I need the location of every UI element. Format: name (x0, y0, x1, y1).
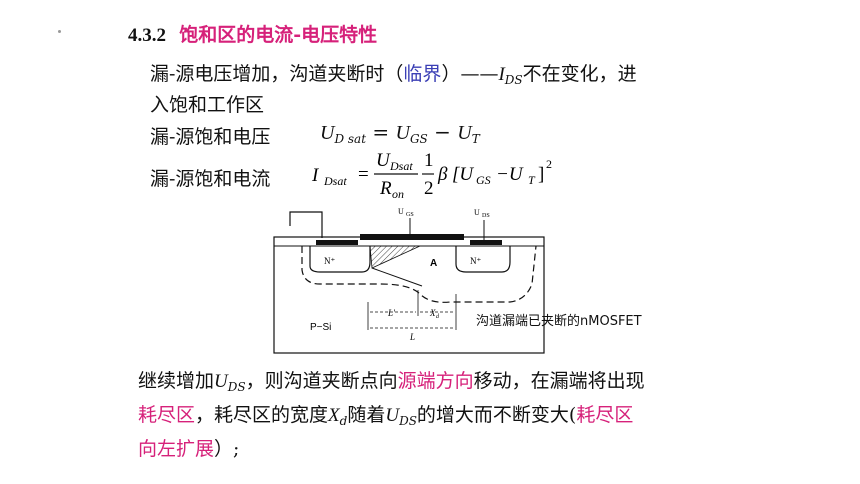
cur-lhs: I (311, 165, 320, 186)
channel-edge (371, 267, 423, 287)
section-heading: 4.3.2 饱和区的电流-电压特性 (128, 20, 377, 47)
formula-ut: U (457, 122, 472, 144)
conc-text-5: 随着 (347, 404, 386, 426)
intro-text-3: 不在变化，进 (522, 63, 637, 85)
sat-voltage-formula: UD sat = UGS − UT (320, 120, 480, 146)
conc-var-x: X (328, 405, 340, 426)
section-title: 饱和区的电流-电压特性 (179, 24, 378, 46)
a-label: A (430, 258, 437, 269)
mosfet-diagram: U GS U DS N⁺ N⁺ A L' X d L P−Si (273, 207, 545, 354)
ugs-label: U (398, 207, 404, 216)
cur-minus-u: −U (496, 164, 524, 185)
ugs-label-sub: GS (406, 212, 414, 218)
cur-eq: = (358, 164, 369, 185)
intro-text-2: ）—— (441, 63, 499, 85)
cur-den-sub: on (392, 187, 404, 201)
intro-var-i: I (498, 64, 505, 85)
intro-critical: 临界 (403, 63, 442, 85)
cur-den: R (379, 178, 392, 199)
uds-label: U (474, 208, 480, 217)
conc-text-6: 的增大而不断变大( (416, 404, 577, 426)
sat-voltage-label: 漏-源饱和电压 (150, 126, 271, 148)
conc-depletion-2: 耗尽区 (576, 404, 634, 426)
conc-text-7: ）; (214, 438, 240, 460)
conc-text-2: ，则沟道夹断点向 (245, 370, 398, 392)
xd-label-sub: d (436, 314, 440, 320)
depletion-boundary (301, 245, 537, 303)
gate-electrode (360, 234, 464, 240)
formula-u: U (320, 122, 335, 144)
cur-sub-gs: GS (476, 173, 491, 187)
intro-var-sub: DS (504, 73, 523, 87)
cur-half-den: 2 (424, 178, 434, 199)
sat-current-formula: I Dsat = U Dsat R on 1 2 β [U GS −U T ] … (311, 150, 552, 201)
formula-eq: = (372, 120, 390, 144)
formula-sub-dsat: D sat (334, 132, 367, 146)
conc-text-1: 继续增加 (138, 370, 215, 392)
cur-num: U (376, 150, 391, 171)
decorative-dot (58, 30, 61, 33)
conclusion-line-2: 耗尽区，耗尽区的宽度Xd随着UDS的增大而不断变大(耗尽区 (138, 398, 633, 438)
diagram-caption: 沟道漏端已夹断的nMOSFET (476, 314, 642, 329)
cur-half-num: 1 (424, 150, 434, 171)
n-plus-left: N⁺ (324, 256, 335, 266)
substrate-label: P−Si (310, 322, 331, 333)
l-label: L (409, 332, 415, 342)
sat-voltage-row: 漏-源饱和电压 (150, 122, 270, 149)
drain-contact (470, 240, 502, 245)
cur-beta: β (437, 164, 448, 185)
cur-close: ] (538, 164, 544, 185)
xd-label: X (429, 308, 436, 318)
intro-text-1: 漏-源电压增加，沟道夹断时（ (150, 63, 404, 85)
conc-source-dir: 源端方向 (397, 370, 474, 392)
cur-num-sub: Dsat (389, 159, 413, 173)
conc-var-x-sub: d (339, 414, 348, 428)
intro-paragraph: 漏-源电压增加，沟道夹断时（临界）——IDS不在变化，进 入饱和工作区 (150, 62, 637, 118)
formula-sub-gs: GS (409, 132, 428, 146)
source-contact (316, 240, 358, 245)
formula-ugs: U (395, 122, 410, 144)
conc-var-u2-sub: DS (399, 414, 417, 428)
conc-expand-left: 向左扩展 (138, 438, 215, 460)
section-number: 4.3.2 (128, 25, 166, 46)
substrate-outline (273, 236, 545, 354)
drain-n-region (455, 246, 511, 273)
channel-wedge (369, 245, 421, 269)
n-plus-right: N⁺ (470, 256, 481, 266)
cur-lhs-sub: Dsat (323, 174, 347, 188)
formula-minus: − (434, 120, 451, 144)
conc-var-sub: DS (227, 380, 246, 394)
conc-text-3: 移动，在漏端将出现 (473, 370, 645, 392)
cur-sub-t: T (528, 173, 536, 187)
lprime-label: L' (387, 308, 396, 318)
conc-var-u: U (214, 371, 228, 392)
sat-current-label: 漏-源饱和电流 (150, 168, 271, 190)
conc-text-4: ，耗尽区的宽度 (195, 404, 329, 426)
source-n-region (309, 246, 371, 273)
uds-label-sub: DS (482, 213, 490, 219)
conc-depletion: 耗尽区 (138, 404, 196, 426)
conclusion-line-1: 继续增加UDS，则沟道夹断点向源端方向移动，在漏端将出现 (138, 364, 645, 404)
conclusion-line-3: 向左扩展）; (138, 432, 239, 466)
cur-power: 2 (546, 157, 552, 171)
source-wire (289, 211, 323, 238)
intro-line-2: 入饱和工作区 (150, 94, 265, 116)
conc-var-u2: U (385, 405, 400, 426)
cur-bracket: [U (452, 164, 474, 185)
formula-sub-t: T (471, 132, 480, 146)
